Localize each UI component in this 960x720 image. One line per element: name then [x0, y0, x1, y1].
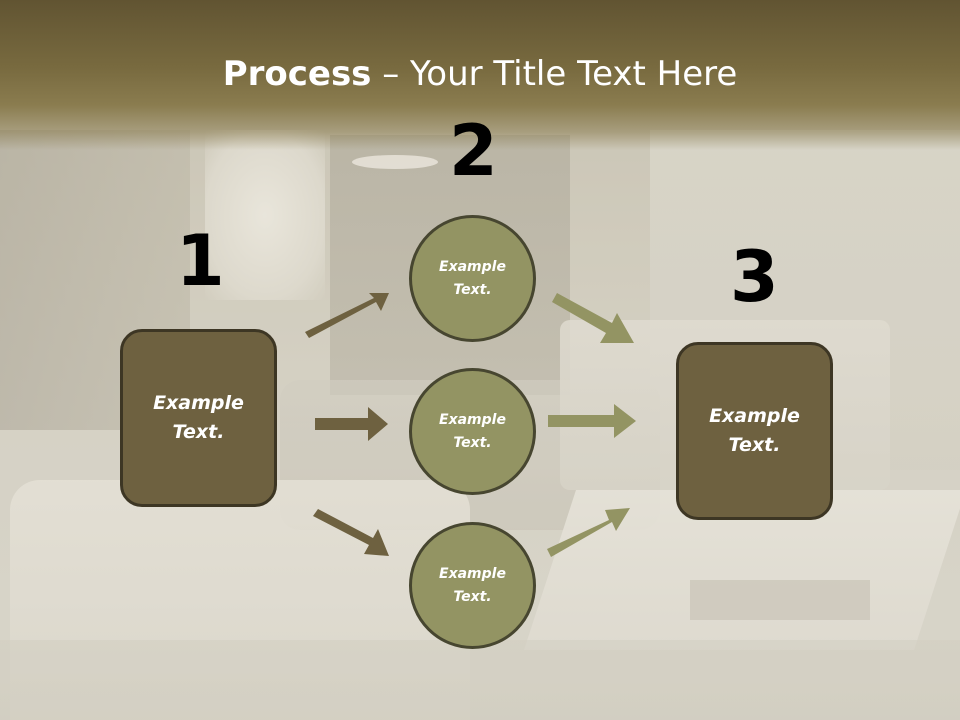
bottom-circle[interactable]: Example Text.: [409, 522, 536, 649]
top-circle-text: Example Text.: [439, 258, 506, 298]
arrow-left-to-top: [305, 293, 389, 338]
slide-title-bold: Process: [222, 54, 372, 94]
right-step-box-text: Example Text.: [709, 405, 800, 456]
slide-title-rest: – Your Title Text Here: [371, 54, 738, 94]
left-step-box[interactable]: Example Text.: [120, 329, 277, 507]
middle-circle-text: Example Text.: [439, 411, 506, 451]
arrow-top-to-right: [552, 293, 634, 343]
left-step-box-text: Example Text.: [153, 392, 244, 443]
arrow-left-to-middle: [315, 407, 388, 441]
step-number-1: 1: [176, 220, 225, 302]
top-circle[interactable]: Example Text.: [409, 215, 536, 342]
arrow-left-to-bottom: [313, 509, 389, 556]
right-step-box[interactable]: Example Text.: [676, 342, 833, 520]
arrow-middle-to-right: [548, 404, 636, 438]
bottom-circle-text: Example Text.: [439, 565, 506, 605]
step-number-3: 3: [730, 236, 779, 318]
title-band: [0, 0, 960, 150]
middle-circle[interactable]: Example Text.: [409, 368, 536, 495]
slide-title: Process – Your Title Text Here: [0, 52, 960, 96]
step-number-2: 2: [449, 110, 498, 192]
arrow-bottom-to-right: [547, 508, 630, 557]
